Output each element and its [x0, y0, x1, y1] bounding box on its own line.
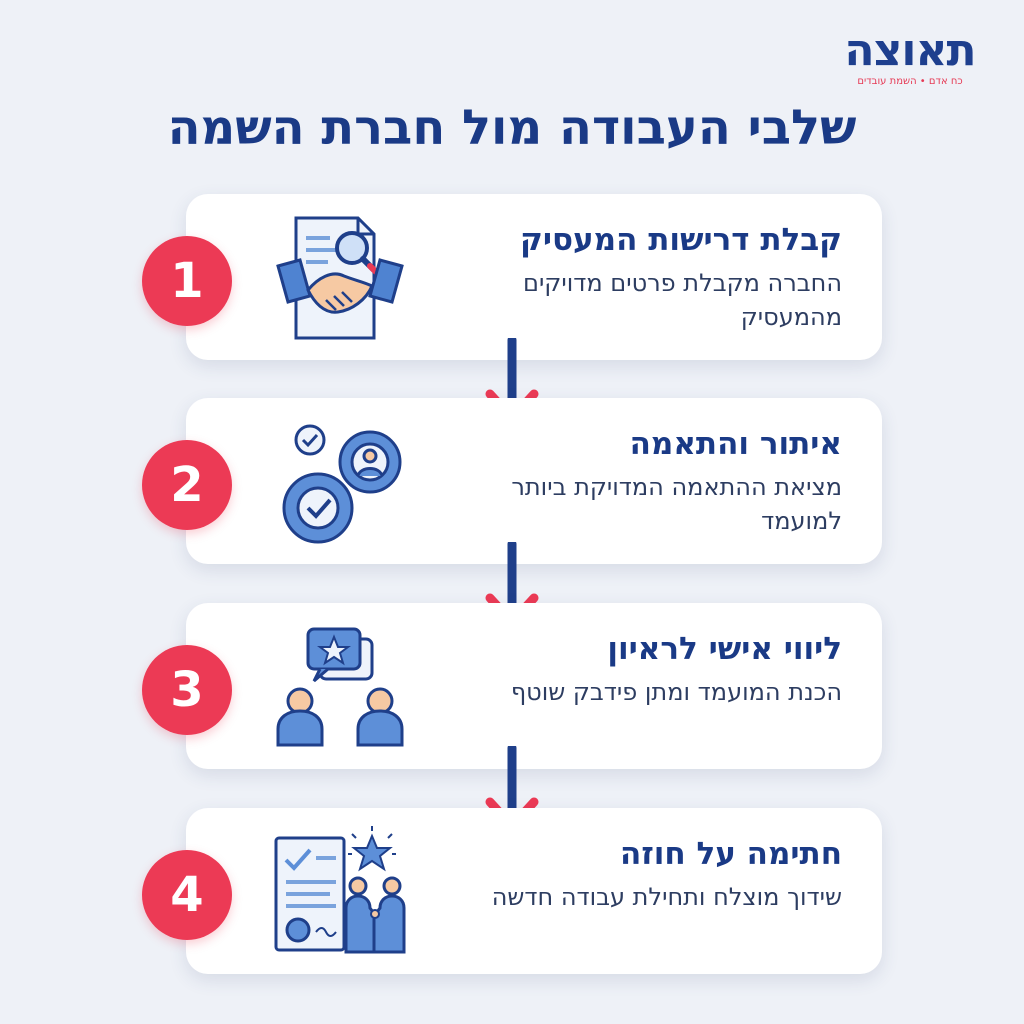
step-card-4: חתימה על חוזה שידוך מוצלח ותחילת עבודה ח… — [186, 808, 882, 974]
step-number-2: 2 — [142, 440, 232, 530]
step-description: הכנת המועמד ומתן פידבק שוטף — [510, 678, 842, 706]
brand-logo: תאוצה כח אדם • השמת עובדים — [820, 25, 1000, 88]
step-card-1: קבלת דרישות המעסיק החברה מקבלת פרטים מדו… — [186, 194, 882, 360]
step-number-3: 3 — [142, 645, 232, 735]
logo-tagline: כח אדם • השמת עובדים — [857, 76, 963, 87]
contract-handshake-icon — [274, 826, 406, 954]
logo-wordmark: תאוצה — [844, 25, 976, 76]
interview-chat-icon — [276, 627, 404, 747]
document-handshake-icon — [276, 216, 404, 340]
step-description: שידוך מוצלח ותחילת עבודה חדשה — [491, 883, 842, 911]
page-title: שלבי העבודה מול חברת השמה — [167, 100, 857, 156]
step-title: חתימה על חוזה — [620, 836, 842, 872]
step-card-3: ליווי אישי לראיון הכנת המועמד ומתן פידבק… — [186, 603, 882, 769]
step-card-2: איתור והתאמה מציאת ההתאמה המדויקת ביותר … — [186, 398, 882, 564]
step-title: קבלת דרישות המעסיק — [520, 222, 842, 258]
step-description: החברה מקבלת פרטים מדויקים מהמעסיק — [523, 269, 842, 331]
step-number-1: 1 — [142, 236, 232, 326]
step-number-4: 4 — [142, 850, 232, 940]
step-title: איתור והתאמה — [629, 426, 842, 462]
step-description: מציאת ההתאמה המדויקת ביותר למועמד — [511, 473, 842, 535]
step-title: ליווי אישי לראיון — [607, 631, 842, 667]
gears-person-check-icon — [282, 424, 402, 544]
